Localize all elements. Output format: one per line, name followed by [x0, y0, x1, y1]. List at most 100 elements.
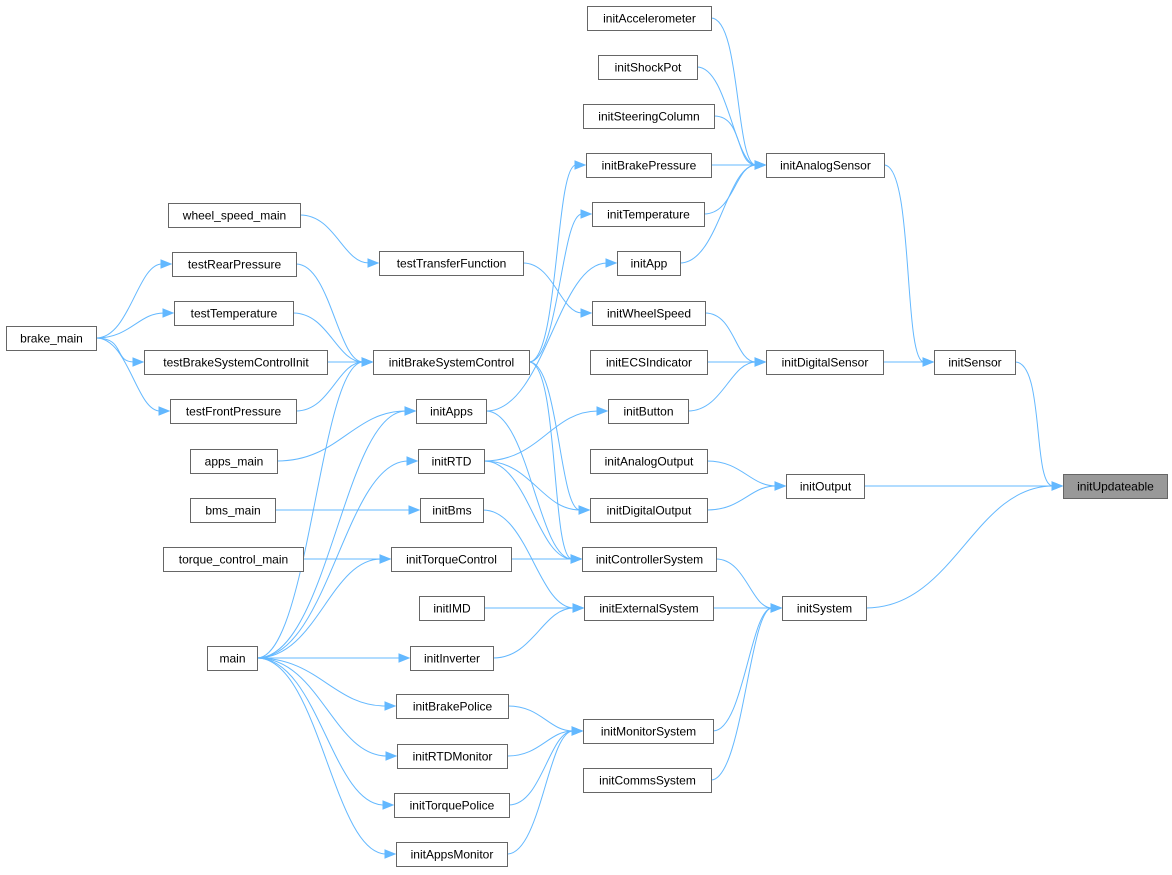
node-label: initAccelerometer: [603, 12, 696, 26]
node-label: bms_main: [205, 504, 260, 518]
edge-initApps-to-initApp: [485, 258, 618, 412]
node-initUpdateable[interactable]: initUpdateable: [1063, 474, 1168, 499]
node-initBrakeSystemControl[interactable]: initBrakeSystemControl: [373, 350, 530, 375]
node-box: [397, 744, 508, 769]
node-initTorqueControl[interactable]: initTorqueControl: [391, 547, 512, 572]
node-brake_main[interactable]: brake_main: [6, 326, 97, 351]
node-box: [766, 350, 884, 375]
node-label: initButton: [623, 405, 673, 419]
node-box: [584, 596, 714, 621]
edge-brake_main-to-testRearPressure: [95, 259, 173, 339]
node-initApp[interactable]: initApp: [617, 251, 681, 276]
edge-initBrakeSystemControl-to-initControllerSystem: [528, 361, 583, 564]
node-label: initTemperature: [607, 208, 690, 222]
node-label: torque_control_main: [179, 553, 288, 567]
node-testFrontPressure[interactable]: testFrontPressure: [170, 399, 297, 424]
edge-main-to-initBrakePolice: [256, 657, 397, 711]
node-box: [144, 350, 328, 375]
node-torque_control_main[interactable]: torque_control_main: [163, 547, 304, 572]
edge-apps_main-to-initApps: [276, 406, 417, 462]
node-initECSIndicator[interactable]: initECSIndicator: [590, 350, 708, 375]
node-initTorquePolice[interactable]: initTorquePolice: [394, 793, 510, 818]
node-label: initTorqueControl: [406, 553, 497, 567]
node-bms_main[interactable]: bms_main: [190, 498, 276, 523]
node-initControllerSystem[interactable]: initControllerSystem: [582, 547, 717, 572]
node-initAnalogSensor[interactable]: initAnalogSensor: [766, 153, 885, 178]
node-testTemperature[interactable]: testTemperature: [174, 301, 294, 326]
node-label: testFrontPressure: [186, 405, 282, 419]
node-box: [587, 6, 712, 31]
node-box: [170, 399, 297, 424]
node-box: [598, 55, 698, 80]
node-initBrakePolice[interactable]: initBrakePolice: [396, 694, 509, 719]
node-initAppsMonitor[interactable]: initAppsMonitor: [396, 842, 508, 867]
edge-brake_main-to-testFrontPressure: [95, 337, 171, 416]
node-box: [617, 251, 681, 276]
edge-initAppsMonitor-to-initMonitorSystem: [506, 726, 584, 855]
node-apps_main[interactable]: apps_main: [190, 449, 278, 474]
edge-initBrakeSystemControl-to-initDigitalOutput: [528, 361, 591, 515]
node-initTemperature[interactable]: initTemperature: [592, 202, 705, 227]
node-label: initSensor: [948, 356, 1001, 370]
node-box: [172, 252, 297, 277]
node-box: [590, 350, 708, 375]
node-label: initDigitalSensor: [782, 356, 869, 370]
edge-main-to-initApps: [256, 406, 417, 659]
node-testTransferFunction[interactable]: testTransferFunction: [379, 251, 524, 276]
node-label: initBrakePressure: [602, 159, 697, 173]
node-initBms[interactable]: initBms: [420, 498, 484, 523]
node-label: initOutput: [800, 480, 852, 494]
node-label: initECSIndicator: [606, 356, 692, 370]
node-initIMD[interactable]: initIMD: [419, 596, 485, 621]
edge-initInverter-to-initExternalSystem: [492, 603, 585, 659]
edge-main-to-initTorquePolice: [256, 657, 395, 810]
edge-layer: [95, 17, 1064, 859]
node-label: initRTD: [432, 455, 472, 469]
node-testRearPressure[interactable]: testRearPressure: [172, 252, 297, 277]
node-wheel_speed_main[interactable]: wheel_speed_main: [168, 203, 301, 228]
node-initSteeringColumn[interactable]: initSteeringColumn: [583, 104, 715, 129]
node-box: [583, 768, 712, 793]
node-box: [391, 547, 512, 572]
edge-brake_main-to-testTemperature: [95, 308, 175, 339]
node-main[interactable]: main: [207, 646, 258, 671]
edge-initCommsSystem-to-initSystem: [710, 603, 783, 781]
node-initDigitalOutput[interactable]: initDigitalOutput: [590, 498, 708, 523]
edge-main-to-initRTDMonitor: [256, 657, 398, 761]
node-box: [396, 694, 509, 719]
node-initButton[interactable]: initButton: [608, 399, 689, 424]
edge-initTorqueControl-to-initControllerSystem: [510, 554, 583, 564]
node-box: [583, 719, 714, 744]
node-label: initApps: [430, 405, 473, 419]
node-initSensor[interactable]: initSensor: [934, 350, 1016, 375]
edge-initApps-to-initControllerSystem: [485, 410, 583, 564]
node-box: [410, 646, 494, 671]
node-initRTDMonitor[interactable]: initRTDMonitor: [397, 744, 508, 769]
node-label: initApp: [631, 257, 668, 271]
node-box: [786, 474, 865, 499]
node-initShockPot[interactable]: initShockPot: [598, 55, 698, 80]
node-initInverter[interactable]: initInverter: [410, 646, 494, 671]
node-initWheelSpeed[interactable]: initWheelSpeed: [592, 301, 706, 326]
edge-initButton-to-initDigitalSensor: [687, 357, 767, 412]
node-initDigitalSensor[interactable]: initDigitalSensor: [766, 350, 884, 375]
edge-bms_main-to-initBms: [275, 505, 421, 515]
node-initSystem[interactable]: initSystem: [782, 596, 867, 621]
node-initOutput[interactable]: initOutput: [786, 474, 865, 499]
node-initAnalogOutput[interactable]: initAnalogOutput: [590, 449, 708, 474]
node-initAccelerometer[interactable]: initAccelerometer: [587, 6, 712, 31]
node-testBrakeSystemControlInit[interactable]: testBrakeSystemControlInit: [144, 350, 328, 375]
node-initCommsSystem[interactable]: initCommsSystem: [583, 768, 712, 793]
node-initApps[interactable]: initApps: [416, 399, 487, 424]
node-initBrakePressure[interactable]: initBrakePressure: [586, 153, 712, 178]
edge-initMonitorSystem-to-initSystem: [712, 603, 783, 732]
node-initMonitorSystem[interactable]: initMonitorSystem: [583, 719, 714, 744]
node-label: initSystem: [797, 602, 852, 616]
node-box: [6, 326, 97, 351]
node-initExternalSystem[interactable]: initExternalSystem: [584, 596, 714, 621]
node-box: [174, 301, 294, 326]
edge-initDigitalOutput-to-initOutput: [706, 481, 787, 511]
node-initRTD[interactable]: initRTD: [418, 449, 485, 474]
edge-initSteeringColumn-to-initAnalogSensor: [713, 115, 767, 170]
